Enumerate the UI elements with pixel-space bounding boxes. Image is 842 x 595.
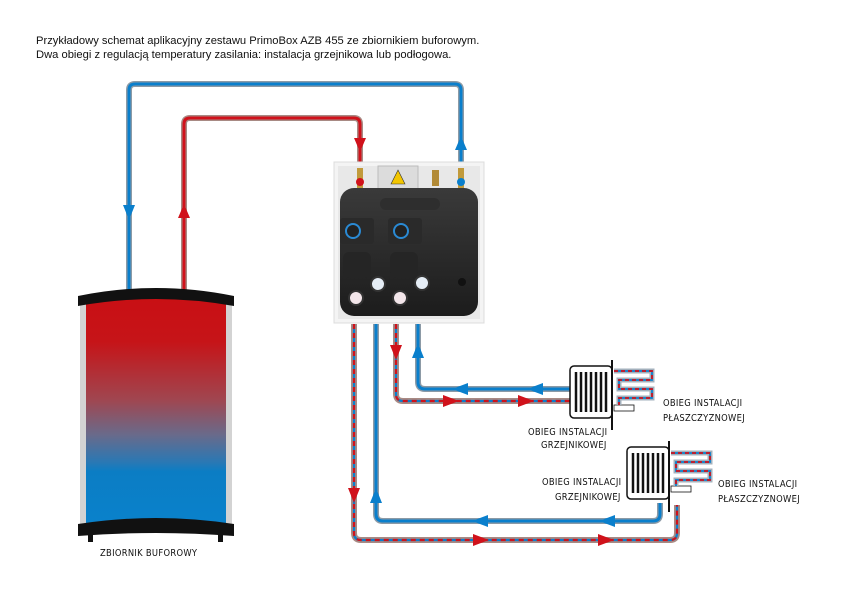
circuit-1-radiator-label-line-1: OBIEG INSTALACJI: [528, 427, 607, 438]
warning-icon: [390, 169, 406, 185]
flow-arrow-down: [354, 138, 366, 152]
flow-arrow-right: [598, 534, 614, 546]
floor-heating-coil-1: [614, 368, 655, 405]
circuit-1-radiator-label-line-2: GRZEJNIKOWEJ: [541, 440, 607, 451]
flow-arrow-up: [370, 488, 382, 503]
primobox-unit: [333, 161, 485, 324]
flow-arrow-right: [443, 395, 459, 407]
cold-return-pipe: [123, 81, 467, 290]
flow-arrow-right: [518, 395, 534, 407]
thermometer-gauge: [370, 276, 386, 292]
radiator-1: [569, 360, 635, 430]
flow-arrow-down: [123, 205, 135, 220]
circuit-2-pipes: [348, 324, 680, 546]
circuit-1-pipes: [390, 324, 570, 407]
circuit-2-radiator-label-line-2: GRZEJNIKOWEJ: [555, 492, 621, 503]
flow-arrow-left: [599, 515, 615, 527]
caption: Przykładowy schemat aplikacyjny zestawu …: [36, 34, 479, 62]
circuit-2-radiator-label-line-1: OBIEG INSTALACJI: [542, 477, 621, 488]
caption-line-2: Dwa obiegi z regulacją temperatury zasil…: [36, 49, 452, 61]
thermometer-gauge: [348, 290, 364, 306]
mixer-actuator-1: [345, 223, 361, 239]
flow-arrow-left: [472, 515, 488, 527]
flow-arrow-right: [473, 534, 489, 546]
buffer-tank: ZBIORNIK BUFOROWY: [78, 288, 234, 559]
flow-arrow-down: [390, 345, 402, 360]
floor-heating-coil-2: [671, 450, 713, 486]
flow-arrow-up: [455, 136, 467, 150]
flow-arrow-left: [527, 383, 543, 395]
circuit-1-floor-label-line-1: OBIEG INSTALACJI: [663, 398, 742, 409]
flow-arrow-up: [412, 343, 424, 358]
tank-label: ZBIORNIK BUFOROWY: [100, 548, 198, 559]
flow-arrow-down: [348, 488, 360, 503]
flow-arrow-left: [452, 383, 468, 395]
caption-line-1: Przykładowy schemat aplikacyjny zestawu …: [36, 35, 480, 47]
hot-supply-pipe: [178, 115, 366, 290]
thermometer-gauge: [392, 290, 408, 306]
circuit-2-floor-label-line-1: OBIEG INSTALACJI: [718, 479, 797, 490]
circuit-1-floor-label-line-2: PŁASZCZYZNOWEJ: [663, 413, 745, 424]
flow-arrow-up: [178, 204, 190, 218]
thermometer-gauge: [414, 275, 430, 291]
circuit-2-floor-label-line-2: PŁASZCZYZNOWEJ: [718, 494, 800, 505]
mixer-actuator-2: [393, 223, 409, 239]
radiator-2: [626, 441, 692, 512]
